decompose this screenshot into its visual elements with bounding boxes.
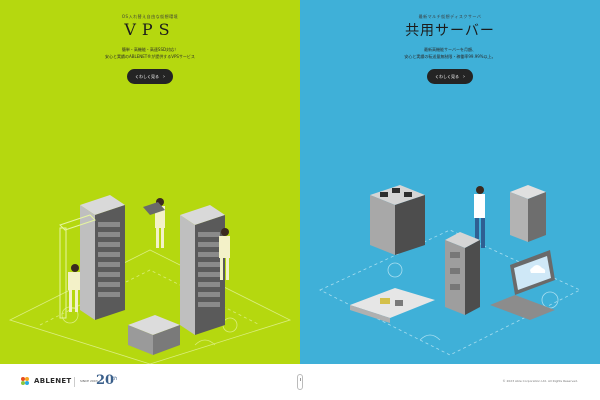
worker-figure [474, 186, 485, 248]
vps-illustration [8, 195, 292, 364]
brand-name: ABLENET [34, 377, 72, 385]
server-tower [510, 185, 546, 242]
shared-more-label: くわしく見る [435, 73, 459, 79]
scroll-icon[interactable] [297, 374, 303, 390]
logo-icon [21, 377, 29, 385]
server-rack [180, 205, 225, 335]
worker-figure [143, 198, 165, 248]
circuit-board [350, 288, 435, 323]
anniversary-suffix: th [112, 376, 118, 382]
vps-desc-line: 安心と実績のABLENET®が提供するVPSサービス [105, 54, 195, 59]
shared-desc-line: 最新高機能サーバーを月額、 [424, 47, 476, 52]
copyright: © 2023 Able Corporation Ltd. All Rights … [502, 379, 578, 383]
worker-figure [68, 264, 80, 312]
laptop [490, 250, 555, 320]
vps-panel[interactable]: OS入れ替え自由な仮想環境 VPS 簡単・高機能・高速SSD対応！ 安心と実績の… [0, 0, 300, 364]
shared-illustration [319, 185, 581, 356]
vps-more-label: くわしく見る [135, 73, 159, 79]
anniversary-number: 20 [96, 373, 115, 388]
vps-desc-line: 簡単・高機能・高速SSD対応！ [121, 47, 179, 52]
shared-server-panel[interactable]: 最新マルチ仮想ディスクサーバ 共用サーバー 最新高機能サーバーを月額、 安心と実… [300, 0, 600, 364]
vps-title: VPS [124, 20, 176, 39]
vps-eyebrow: OS入れ替え自由な仮想環境 [121, 14, 179, 19]
vps-description: 簡単・高機能・高速SSD対応！ 安心と実績のABLENET®が提供するVPSサー… [0, 46, 300, 60]
server-rack [445, 232, 480, 315]
brand-logo[interactable]: ABLENET [20, 376, 72, 386]
arrow-right-icon: › [463, 73, 465, 80]
shared-title: 共用サーバー [405, 23, 495, 39]
server-block [370, 185, 425, 255]
worker-figure [219, 228, 230, 280]
arrow-right-icon: › [163, 73, 165, 80]
shared-eyebrow: 最新マルチ仮想ディスクサーバ [418, 14, 482, 19]
shared-description: 最新高機能サーバーを月額、 安心と実績の転送量無制限・稼働率99.99%以上。 [300, 46, 600, 60]
shared-desc-line: 安心と実績の転送量無制限・稼働率99.99%以上。 [404, 54, 496, 59]
footer-divider [74, 377, 75, 387]
vps-more-button[interactable]: くわしく見る › [127, 69, 173, 84]
since-label: SINCE 2003 [80, 379, 98, 383]
server-rack [80, 195, 125, 320]
shared-more-button[interactable]: くわしく見る › [427, 69, 473, 84]
site-footer: ABLENET SINCE 2003 20 th © 2023 Able Cor… [0, 364, 600, 400]
